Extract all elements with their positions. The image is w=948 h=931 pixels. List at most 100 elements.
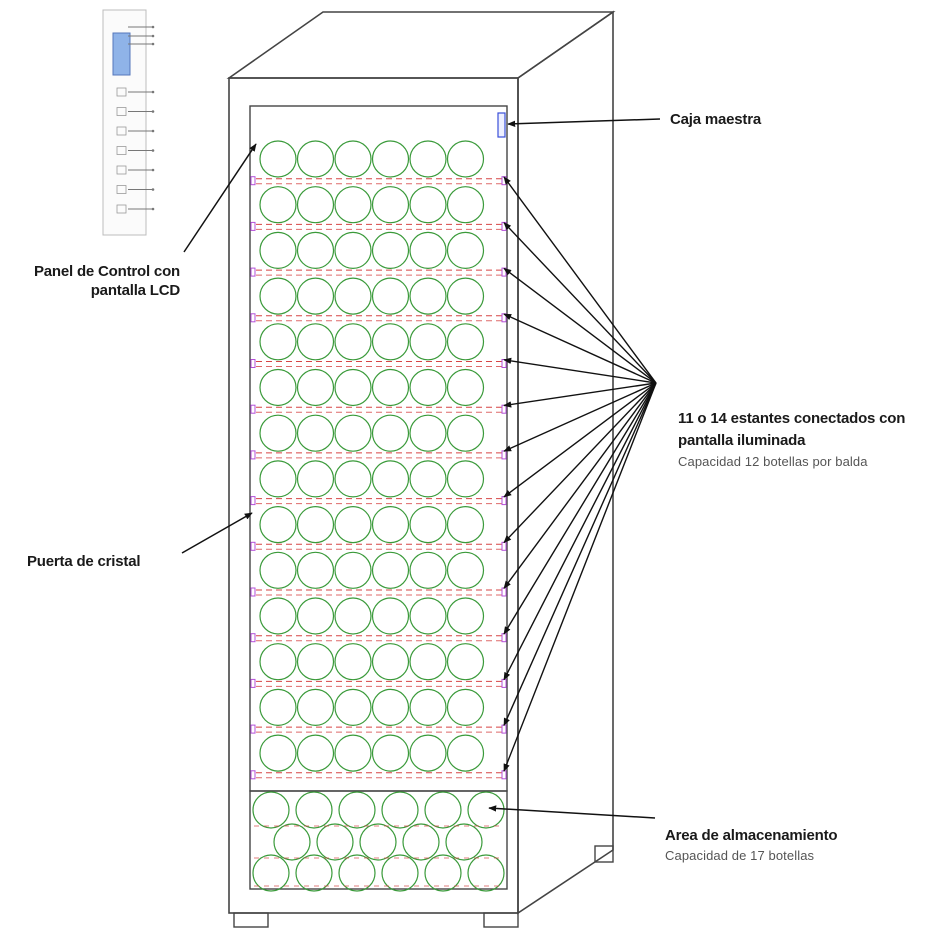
bottle [338, 791, 376, 829]
bottle [259, 551, 297, 589]
shelf-marker [250, 770, 256, 780]
bottle [402, 823, 440, 861]
arrow-puerta [181, 512, 253, 554]
storage-bottles [252, 791, 505, 892]
panel-leader-dot [151, 149, 155, 152]
bottle [371, 323, 410, 361]
bottle [295, 854, 333, 892]
bottle [446, 414, 485, 452]
shelf-marker [250, 176, 256, 186]
bottle [446, 734, 485, 772]
bottle [334, 186, 372, 224]
shelf-arrow [503, 382, 657, 544]
bottle [334, 734, 372, 772]
bottle [371, 734, 410, 772]
arrow-panel-control [183, 143, 257, 253]
shelf-marker [250, 724, 256, 734]
shelf-marker [501, 678, 507, 688]
foot-left [233, 912, 269, 928]
bottle [371, 186, 410, 224]
shelf-arrow [503, 382, 657, 452]
bottle [296, 551, 335, 589]
shelves [250, 140, 507, 780]
shelf-arrow [503, 382, 657, 589]
bottle [446, 186, 485, 224]
bottle [273, 823, 311, 861]
shelf-arrow [503, 382, 657, 408]
shelf-3 [250, 231, 507, 277]
bottle [295, 791, 333, 829]
shelf-5 [250, 323, 507, 368]
label-area: Area de almacenamiento Capacidad de 17 b… [665, 825, 838, 866]
label-estantes-line2: pantalla iluminada [678, 432, 806, 449]
shelf-7 [250, 414, 507, 460]
bottle [296, 688, 335, 727]
bottle [381, 791, 419, 829]
bottle [296, 140, 335, 178]
shelf-arrow [503, 382, 657, 772]
label-panel-line2: pantalla LCD [90, 282, 180, 299]
shelf-marker [250, 359, 256, 368]
panel-leader-dot [151, 207, 155, 211]
bottle [371, 368, 410, 407]
bottle [296, 460, 335, 498]
panel-leader-dot [151, 34, 155, 38]
bottle [259, 140, 297, 178]
bottle [296, 186, 335, 224]
bottle [259, 597, 297, 635]
panel-leader-lines [128, 25, 155, 46]
bottle [296, 323, 335, 361]
shelf-arrow [503, 313, 657, 384]
shelf-marker [250, 450, 256, 460]
bottle [446, 460, 485, 498]
panel-button [116, 165, 127, 175]
shelf-13 [250, 688, 507, 734]
bottle [409, 460, 447, 498]
bottle [409, 643, 447, 681]
shelf-marker [501, 404, 507, 414]
shelf-12 [250, 643, 507, 688]
foot-back [594, 845, 614, 863]
bottle [334, 688, 372, 727]
panel-button [116, 107, 127, 116]
cabinet-side [517, 10, 614, 915]
bottle [334, 414, 372, 452]
arrows [181, 118, 661, 819]
shelf-10 [250, 551, 507, 597]
bottle [446, 231, 485, 269]
lcd-screen [112, 32, 131, 76]
bottle [334, 460, 372, 498]
shelf-marker [250, 221, 256, 231]
bottle [334, 277, 372, 315]
bottle [296, 643, 335, 681]
bottle [259, 460, 297, 498]
bottle [424, 791, 462, 829]
bottle [334, 231, 372, 269]
bottle [259, 186, 297, 224]
arrow-caja-maestra [507, 118, 661, 127]
foot-right [483, 912, 519, 928]
bottle [252, 791, 290, 829]
bottle [334, 643, 372, 681]
label-panel-control: Panel de Control con pantalla LCD [0, 262, 180, 300]
bottle [296, 277, 335, 315]
bottle [259, 231, 297, 269]
bottle [371, 231, 410, 269]
bottle [445, 823, 483, 861]
master-box [497, 112, 506, 138]
label-caja-maestra: Caja maestra [670, 111, 761, 128]
label-estantes-line1: 11 o 14 estantes conectados con [678, 410, 906, 427]
shelf-2 [250, 186, 507, 231]
panel-button [116, 204, 127, 214]
bottle [334, 323, 372, 361]
bottle [409, 414, 447, 452]
bottle [446, 688, 485, 727]
label-estantes-sub: Capacidad 12 botellas por balda [678, 454, 868, 469]
label-estantes: 11 o 14 estantes conectados con pantalla… [678, 408, 905, 472]
label-area-sub: Capacidad de 17 botellas [665, 848, 815, 863]
shelf-1 [250, 140, 507, 186]
bottle [446, 597, 485, 635]
arrow-area [488, 805, 656, 819]
storage-area-frame [249, 790, 508, 890]
